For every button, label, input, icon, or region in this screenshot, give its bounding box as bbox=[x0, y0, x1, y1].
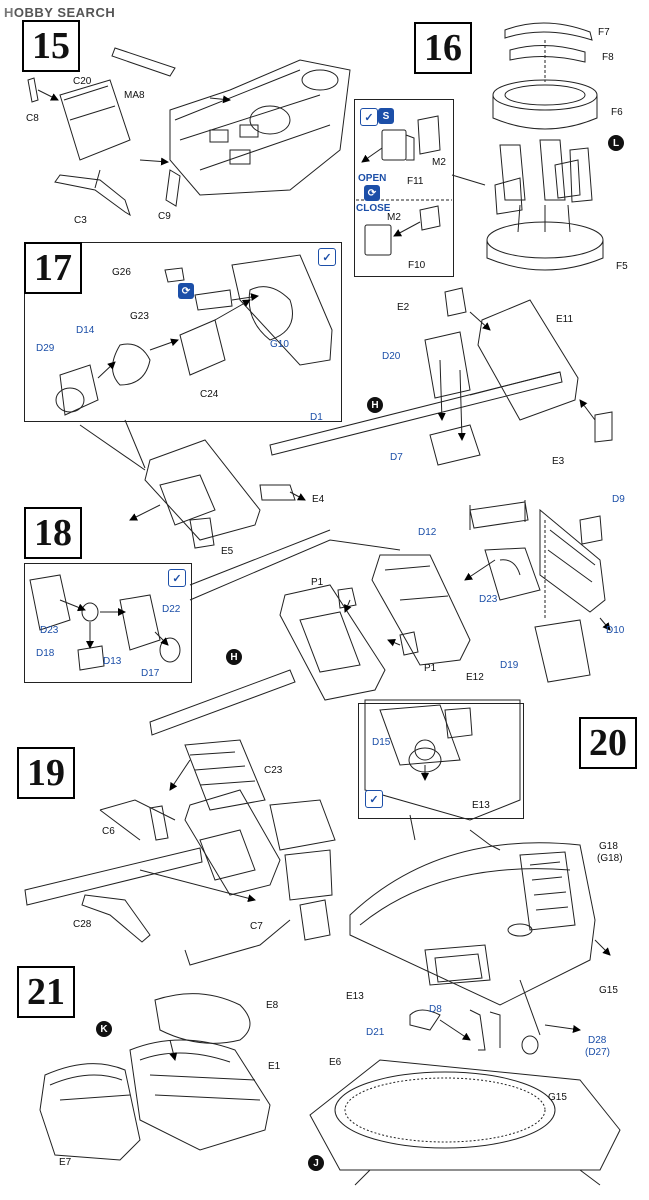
label-g18-alt: (G18) bbox=[597, 853, 623, 864]
step-20-number: 20 bbox=[579, 717, 637, 769]
label-e5: E5 bbox=[221, 546, 234, 557]
label-ma8: MA8 bbox=[124, 90, 145, 101]
label-e7: E7 bbox=[59, 1157, 72, 1168]
callout-h-upper: H bbox=[367, 397, 383, 413]
label-d14: D14 bbox=[76, 325, 95, 336]
step-19-number: 19 bbox=[17, 747, 75, 799]
step17-drawing bbox=[55, 254, 613, 549]
step-17-number: 17 bbox=[24, 242, 82, 294]
step18-drawing bbox=[29, 500, 611, 736]
logo-text: HOBBY SEARCH bbox=[4, 4, 116, 20]
label-d28: D28 bbox=[588, 1035, 607, 1046]
label-g18: G18 bbox=[599, 841, 618, 852]
label-f11: F11 bbox=[407, 176, 424, 187]
step20-inset-box bbox=[358, 703, 524, 819]
step15-drawing bbox=[27, 47, 351, 217]
step-18-number: 18 bbox=[24, 507, 82, 559]
label-c28: C28 bbox=[73, 919, 92, 930]
label-e8: E8 bbox=[266, 1000, 279, 1011]
label-e1: E1 bbox=[268, 1061, 281, 1072]
label-c7: C7 bbox=[250, 921, 263, 932]
glue-icon-step17: ✓ bbox=[318, 248, 336, 266]
step18-inset-box bbox=[24, 563, 192, 683]
step-16-number: 16 bbox=[414, 22, 472, 74]
label-c24: C24 bbox=[200, 389, 219, 400]
label-d7: D7 bbox=[390, 452, 403, 463]
label-d23: D23 bbox=[479, 594, 498, 605]
label-c3: C3 bbox=[74, 215, 87, 226]
label-m2-upper: M2 bbox=[432, 157, 446, 168]
label-e4: E4 bbox=[312, 494, 325, 505]
label-d21: D21 bbox=[366, 1027, 385, 1038]
label-g15-right: G15 bbox=[599, 985, 618, 996]
label-d29: D29 bbox=[36, 343, 55, 354]
label-p1-lower: P1 bbox=[424, 663, 437, 674]
label-d19: D19 bbox=[500, 660, 519, 671]
label-e11: E11 bbox=[556, 314, 574, 325]
label-g10: G10 bbox=[270, 339, 289, 350]
label-f6: F6 bbox=[611, 107, 623, 118]
glue-icon-step16: ✓ bbox=[360, 108, 378, 126]
close-label: CLOSE bbox=[356, 203, 391, 214]
label-f8: F8 bbox=[602, 52, 614, 63]
label-c8: C8 bbox=[26, 113, 39, 124]
label-d1: D1 bbox=[310, 412, 323, 423]
open-label: OPEN bbox=[358, 173, 387, 184]
hobby-search-logo: HOBBY SEARCH bbox=[4, 3, 115, 21]
step-21-number: 21 bbox=[17, 966, 75, 1018]
label-e6: E6 bbox=[329, 1057, 342, 1068]
label-p1-upper: P1 bbox=[311, 577, 324, 588]
label-f5: F5 bbox=[616, 261, 628, 272]
label-d17: D17 bbox=[141, 668, 160, 679]
label-f10: F10 bbox=[408, 260, 426, 271]
glue-icon-step20: ✓ bbox=[365, 790, 383, 808]
label-c23: C23 bbox=[264, 765, 283, 776]
label-f7: F7 bbox=[598, 27, 610, 38]
label-e13-inset: E13 bbox=[472, 800, 490, 811]
label-d23-inset: D23 bbox=[40, 625, 59, 636]
label-d10: D10 bbox=[606, 625, 625, 636]
label-e12: E12 bbox=[466, 672, 484, 683]
label-d15: D15 bbox=[372, 737, 391, 748]
label-d9: D9 bbox=[612, 494, 625, 505]
label-d18: D18 bbox=[36, 648, 55, 659]
label-d22: D22 bbox=[162, 604, 181, 615]
label-d13: D13 bbox=[103, 656, 122, 667]
label-e2: E2 bbox=[397, 302, 410, 313]
label-e13: E13 bbox=[346, 991, 364, 1002]
step17-inset-box bbox=[24, 242, 342, 422]
callout-h-lower: H bbox=[226, 649, 242, 665]
rotate-icon-step16: ⟳ bbox=[364, 185, 380, 201]
step-15-number: 15 bbox=[22, 20, 80, 72]
callout-l: L bbox=[608, 135, 624, 151]
label-c20: C20 bbox=[73, 76, 92, 87]
label-c6: C6 bbox=[102, 826, 115, 837]
rotate-icon-step17: ⟳ bbox=[178, 283, 194, 299]
label-e3: E3 bbox=[552, 456, 565, 467]
label-m2-lower: M2 bbox=[387, 212, 401, 223]
move-icon-step16: S bbox=[378, 108, 394, 124]
step16-inset-box bbox=[354, 99, 454, 277]
step16-drawing bbox=[356, 22, 604, 271]
label-g26: G26 bbox=[112, 267, 131, 278]
label-g15-bottom: G15 bbox=[548, 1092, 567, 1103]
callout-j: J bbox=[308, 1155, 324, 1171]
step19-drawing bbox=[24, 739, 336, 966]
callout-k: K bbox=[96, 1021, 112, 1037]
label-d8: D8 bbox=[429, 1004, 442, 1015]
label-d12: D12 bbox=[418, 527, 437, 538]
step20-drawing bbox=[349, 699, 611, 1055]
step21-drawing bbox=[39, 993, 621, 1186]
label-g23: G23 bbox=[130, 311, 149, 322]
label-d27-alt: (D27) bbox=[585, 1047, 611, 1058]
label-c9: C9 bbox=[158, 211, 171, 222]
glue-icon-step18: ✓ bbox=[168, 569, 186, 587]
label-d20: D20 bbox=[382, 351, 401, 362]
